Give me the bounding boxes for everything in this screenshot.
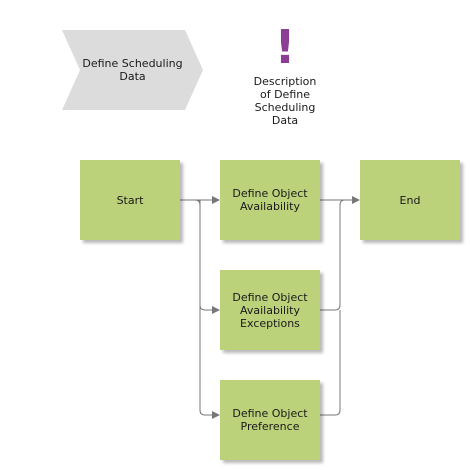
- start-label: Start: [116, 193, 144, 207]
- exceptions-label: Define Object Availability Exceptions: [232, 290, 308, 330]
- description-label: Description of Define Scheduling Data: [253, 75, 317, 127]
- availability-node: [220, 160, 320, 240]
- chevron-shape: [62, 30, 203, 110]
- exceptions-node: [220, 270, 320, 350]
- branch-trunk-left: [199, 200, 220, 419]
- end-node: [360, 160, 460, 240]
- connector-start-availability: [180, 199, 201, 206]
- start-node: [80, 160, 180, 240]
- availability-label: Define Object Availability: [232, 187, 308, 213]
- connector-to-exceptions: [199, 304, 220, 314]
- connector-preference-end: [320, 310, 341, 416]
- preference-label: Define Object Preference: [232, 407, 308, 433]
- end-label: End: [399, 193, 421, 207]
- chevron-label: Define Scheduling Data: [82, 57, 183, 83]
- preference-node: [220, 380, 320, 460]
- connector-start-availability-arrow: [195, 199, 219, 205]
- exclamation-icon: !: [274, 20, 296, 74]
- connector-exceptions-end: [320, 199, 346, 311]
